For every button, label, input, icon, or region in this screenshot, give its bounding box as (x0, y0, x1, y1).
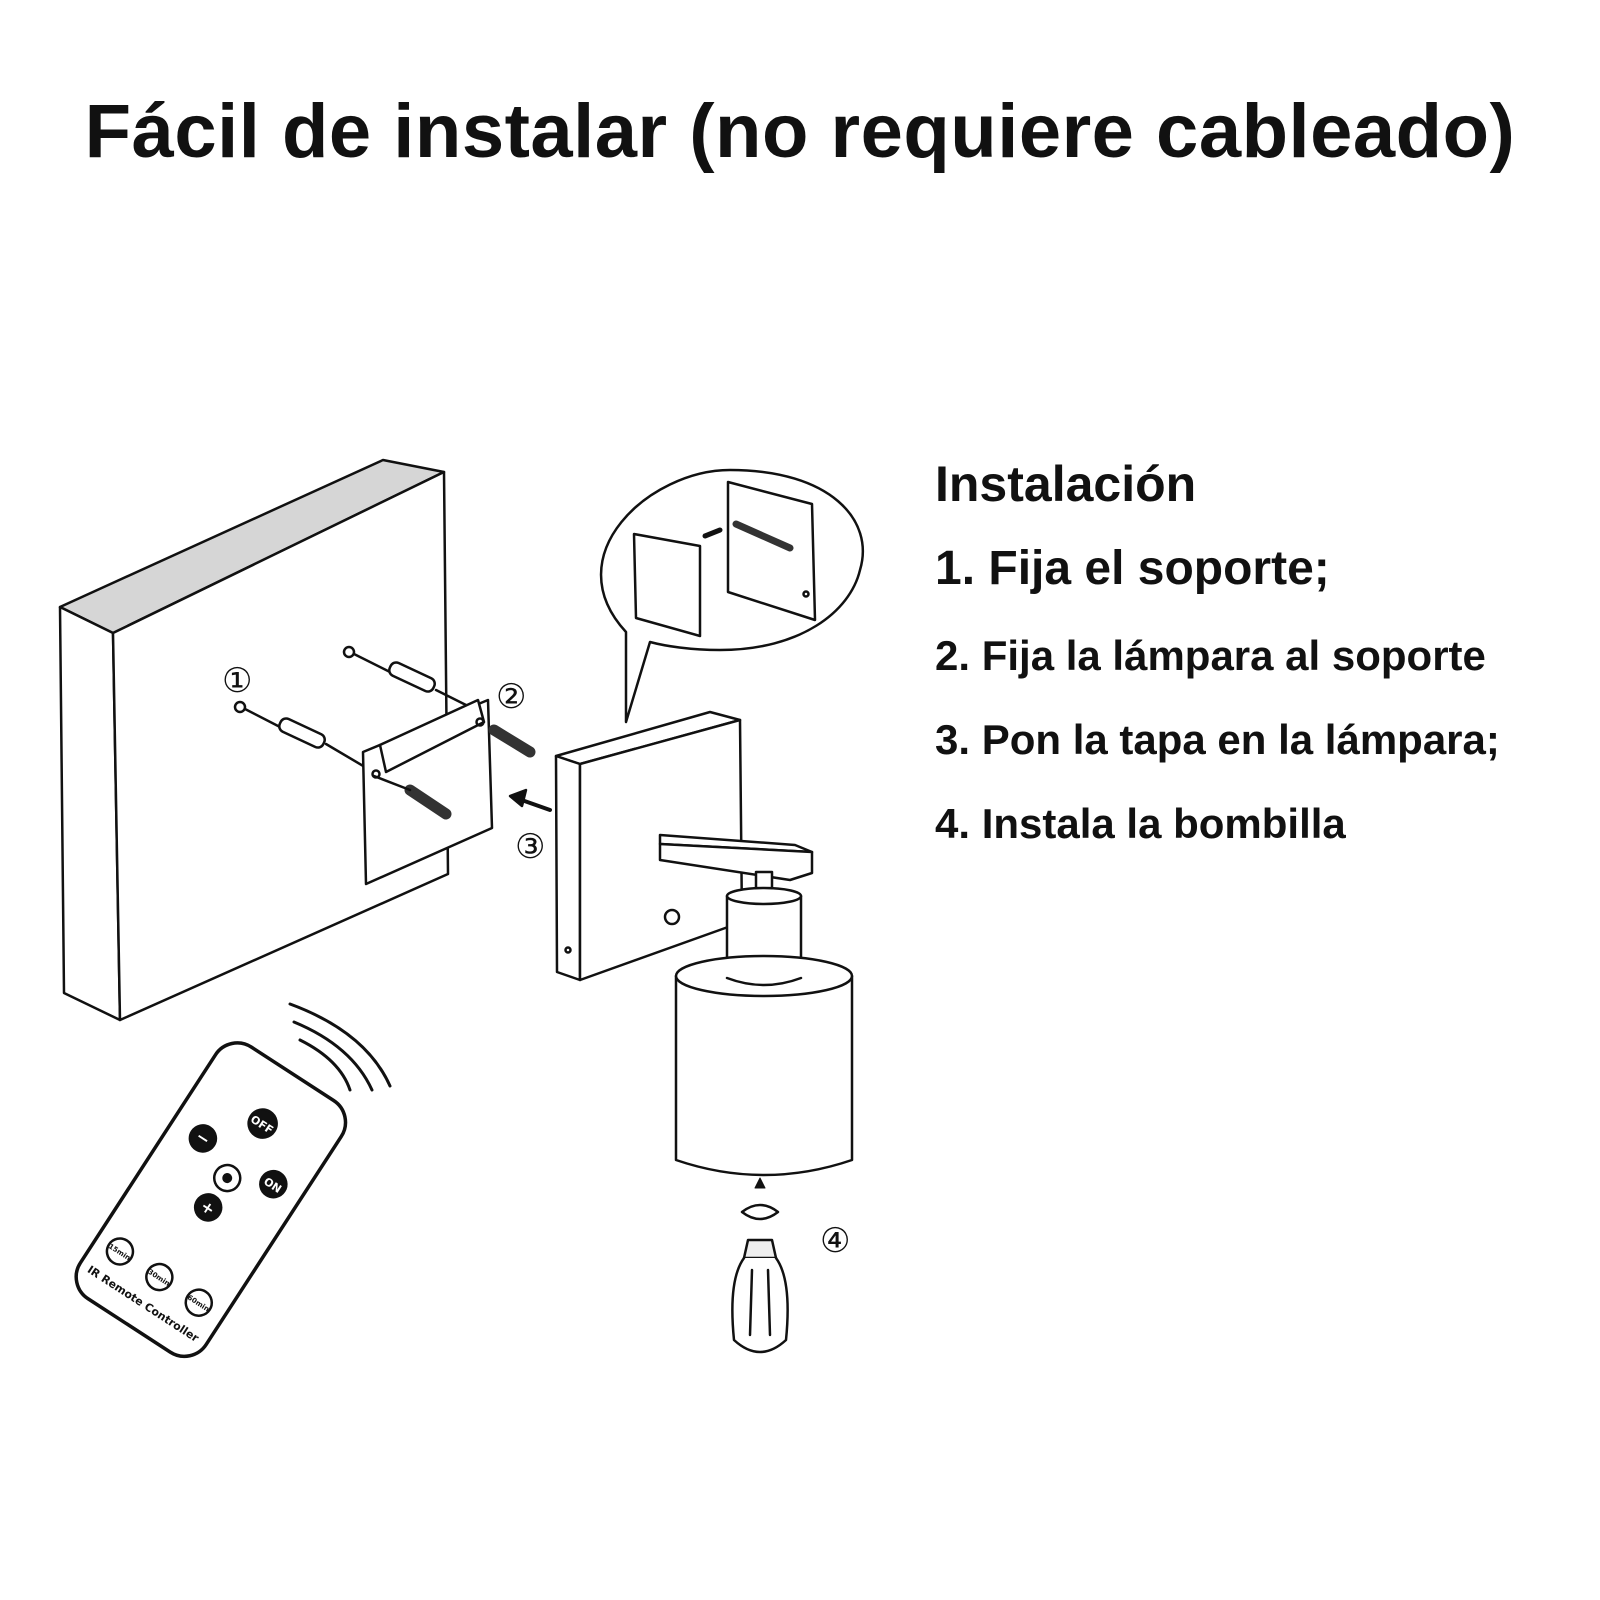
steps-heading: Instalación (935, 456, 1197, 512)
callout-2: ② (496, 677, 526, 717)
signal-waves-icon (288, 1002, 392, 1092)
callout-markers: ① ② ③ ④ (222, 661, 850, 1261)
page-title: Fácil de instalar (no requiere cableado) (84, 89, 1516, 174)
callout-1: ① (222, 661, 252, 701)
detail-bubble (600, 468, 865, 724)
screws (372, 724, 536, 820)
callout-4: ④ (820, 1221, 850, 1261)
lamp-shade (674, 954, 854, 1177)
step-3: 3. Pon la tapa en la lámpara; (935, 716, 1500, 763)
installation-steps: Instalación 1. Fija el soporte; 2. Fija … (935, 455, 1575, 884)
sun-icon (222, 1173, 233, 1184)
arrow-icon (508, 788, 552, 812)
mounting-bracket (361, 698, 494, 886)
light-bulb (731, 1177, 789, 1354)
callout-3: ③ (515, 827, 545, 867)
wall-panel (58, 458, 450, 1022)
step-4: 4. Instala la bombilla (935, 800, 1346, 847)
step-2: 2. Fija la lámpara al soporte (935, 632, 1486, 679)
step-1: 1. Fija el soporte; (935, 542, 1330, 595)
ir-remote: OFF − ON + 15min 30min 60min IR Remote C… (74, 1041, 348, 1359)
